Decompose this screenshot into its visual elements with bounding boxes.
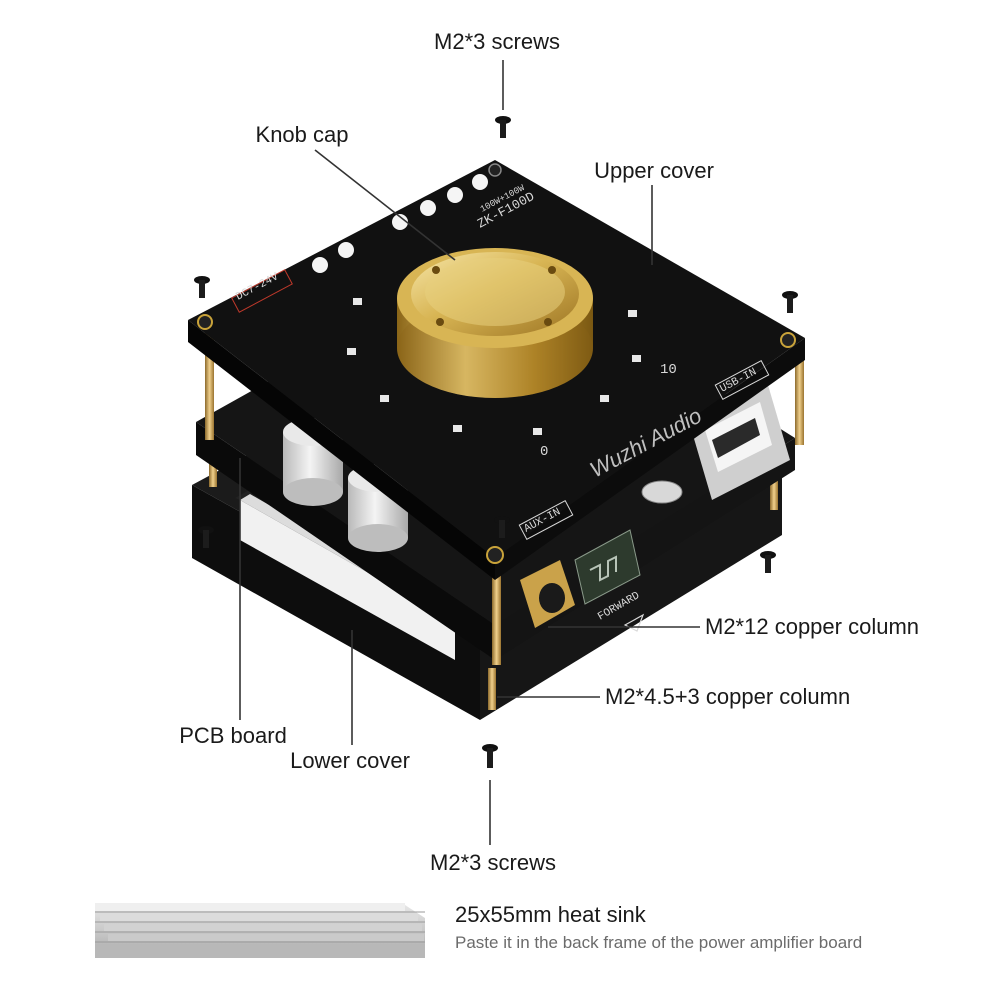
pcb-board-label: PCB board — [179, 723, 287, 748]
bluetooth-module — [574, 529, 641, 605]
top-screws-label: M2*3 screws — [434, 29, 560, 54]
screw-icon — [760, 551, 776, 573]
screw-icon — [194, 276, 210, 298]
copper-column-long-label: M2*12 copper column — [705, 614, 919, 639]
heat-sink-description: Paste it in the back frame of the power … — [455, 933, 862, 952]
heat-sink-title: 25x55mm heat sink — [455, 902, 647, 927]
crystal-oscillator — [641, 480, 683, 504]
long-copper-columns — [205, 325, 804, 665]
scale-max-label: 10 — [660, 362, 677, 378]
heat-sink — [95, 903, 425, 958]
mounting-holes — [197, 163, 796, 564]
upper-cover-label: Upper cover — [594, 158, 714, 183]
screw-icon — [782, 291, 798, 313]
scale-min-label: 0 — [540, 444, 548, 460]
screw-icon — [495, 116, 511, 138]
screw-icon — [482, 744, 498, 768]
knob-cap — [397, 248, 593, 398]
volume-scale-marks — [347, 298, 641, 435]
screw-icon — [198, 526, 214, 548]
leader-lines — [239, 60, 700, 845]
copper-column-short-label: M2*4.5+3 copper column — [605, 684, 850, 709]
knob-cap-label: Knob cap — [256, 122, 349, 147]
short-copper-columns — [209, 452, 778, 710]
lower-cover-label: Lower cover — [290, 748, 410, 773]
bottom-screws-label: M2*3 screws — [430, 850, 556, 875]
screw-icon — [494, 516, 510, 538]
aux-jack — [520, 560, 575, 628]
led-windows — [312, 174, 488, 273]
